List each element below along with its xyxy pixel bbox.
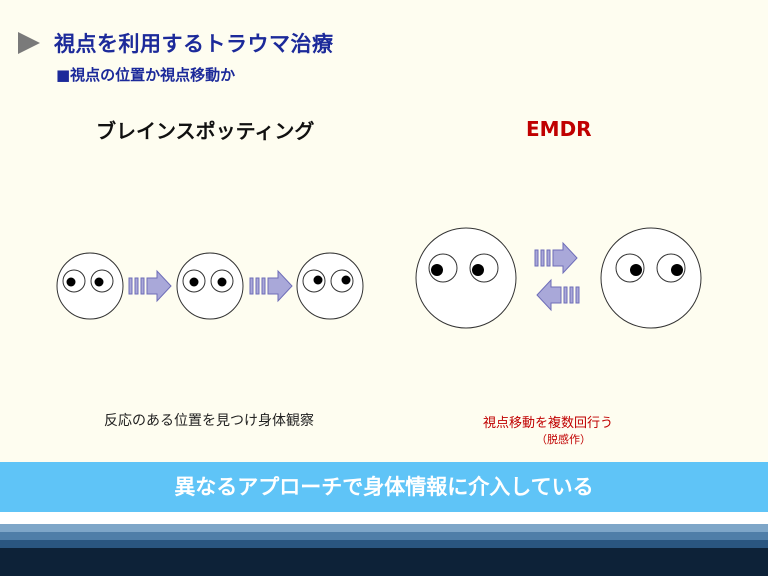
face-eyes-icon [415, 227, 517, 329]
striped-right-arrow-icon [249, 270, 293, 302]
striped-right-arrow-icon [128, 270, 172, 302]
face-eyes-icon [296, 252, 364, 320]
page-title: 視点を利用するトラウマ治療 [54, 32, 334, 56]
striped-left-arrow-icon [536, 279, 580, 311]
brainspotting-caption: 反応のある位置を見つけ身体観察 [104, 413, 314, 429]
emdr-heading: EMDR [526, 117, 592, 141]
footer-stripe [0, 524, 768, 532]
face-eyes-icon [600, 227, 702, 329]
face-eyes-icon [56, 252, 124, 320]
summary-banner: 異なるアプローチで身体情報に介入している [0, 462, 768, 512]
emdr-caption-sub: （脱感作） [536, 433, 591, 446]
emdr-caption: 視点移動を複数回行う [483, 416, 614, 431]
striped-right-arrow-icon [534, 242, 578, 274]
footer-stripe [0, 512, 768, 524]
page-subtitle: ■視点の位置か視点移動か [56, 66, 236, 84]
footer-stripe [0, 540, 768, 548]
footer-stripe [0, 532, 768, 540]
brainspotting-heading: ブレインスポッティング [96, 119, 315, 143]
summary-banner-text: 異なるアプローチで身体情報に介入している [174, 475, 594, 499]
footer-stripe [0, 548, 768, 576]
triangle-right-icon [18, 32, 40, 54]
face-eyes-icon [176, 252, 244, 320]
